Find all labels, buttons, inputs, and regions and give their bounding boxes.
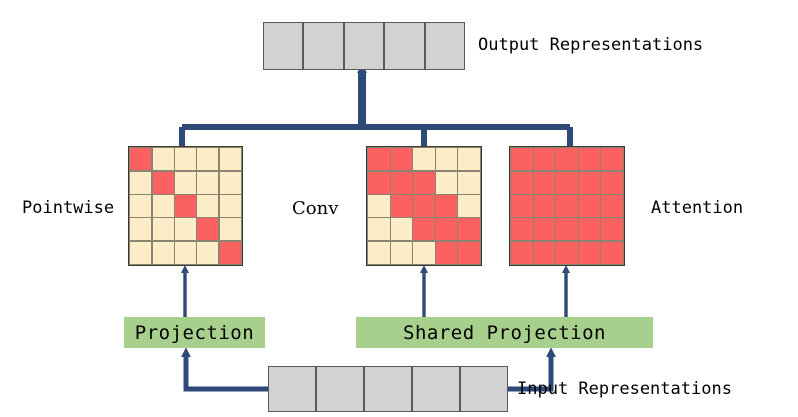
matrix-cell bbox=[556, 171, 578, 194]
merge-bus-top bbox=[179, 63, 573, 146]
matrix-cell bbox=[152, 171, 174, 194]
matrix-cell bbox=[174, 148, 197, 171]
input-representations-row bbox=[268, 366, 508, 412]
matrix-cell bbox=[152, 241, 174, 264]
matrix-cell bbox=[511, 194, 533, 218]
matrix-cell bbox=[511, 218, 533, 241]
output-token-cell[interactable] bbox=[424, 22, 466, 70]
matrix-cell bbox=[601, 241, 623, 264]
matrix-cell bbox=[368, 194, 390, 218]
matrix-cell bbox=[219, 218, 241, 241]
matrix-cell bbox=[556, 148, 578, 171]
conv-matrix bbox=[366, 146, 482, 266]
matrix-cell bbox=[197, 148, 219, 171]
output-token-cell[interactable] bbox=[384, 22, 425, 70]
matrix-cell bbox=[578, 218, 601, 241]
matrix-cell bbox=[368, 148, 390, 171]
matrix-cell bbox=[390, 171, 413, 194]
matrix-cell bbox=[578, 241, 601, 264]
input-token-cell[interactable] bbox=[316, 366, 364, 412]
matrix-cell bbox=[601, 194, 623, 218]
attention-matrix bbox=[509, 146, 625, 266]
matrix-cell bbox=[511, 148, 533, 171]
matrix-cell bbox=[219, 241, 241, 264]
matrix-cell bbox=[601, 148, 623, 171]
matrix-cell bbox=[458, 218, 480, 241]
matrix-cell bbox=[152, 148, 174, 171]
shared-projection-box[interactable]: Shared Projection bbox=[356, 317, 653, 348]
matrix-cell bbox=[174, 241, 197, 264]
matrix-cell bbox=[152, 218, 174, 241]
matrix-cell bbox=[533, 241, 556, 264]
output-token-cell[interactable] bbox=[303, 22, 344, 70]
matrix-cell bbox=[197, 218, 219, 241]
matrix-cell bbox=[435, 194, 458, 218]
matrix-cell bbox=[368, 218, 390, 241]
matrix-cell bbox=[130, 241, 152, 264]
pointwise-label: Pointwise bbox=[22, 198, 115, 218]
output-token-cell[interactable] bbox=[343, 22, 385, 70]
matrix-cell bbox=[219, 171, 241, 194]
matrix-cell bbox=[130, 218, 152, 241]
input-token-cell[interactable] bbox=[268, 366, 316, 412]
matrix-cell bbox=[578, 148, 601, 171]
matrix-cell bbox=[152, 194, 174, 218]
matrix-cell bbox=[413, 148, 435, 171]
matrix-cell bbox=[174, 171, 197, 194]
matrix-cell bbox=[533, 148, 556, 171]
matrix-cell bbox=[197, 241, 219, 264]
matrix-cell bbox=[390, 194, 413, 218]
matrix-cell bbox=[458, 171, 480, 194]
matrix-cell bbox=[197, 171, 219, 194]
matrix-cell bbox=[368, 241, 390, 264]
matrix-cell bbox=[130, 171, 152, 194]
matrix-cell bbox=[601, 218, 623, 241]
input-representations-label: Input Representations bbox=[517, 379, 732, 399]
matrix-cell bbox=[413, 241, 435, 264]
output-representations-row bbox=[263, 22, 466, 70]
output-representations-label: Output Representations bbox=[478, 35, 704, 55]
matrix-cell bbox=[458, 148, 480, 171]
matrix-cell bbox=[578, 194, 601, 218]
matrix-cell bbox=[130, 148, 152, 171]
matrix-cell bbox=[174, 194, 197, 218]
matrix-cell bbox=[435, 171, 458, 194]
matrix-cell bbox=[458, 241, 480, 264]
matrix-cell bbox=[390, 218, 413, 241]
matrix-cell bbox=[556, 218, 578, 241]
matrix-cell bbox=[390, 148, 413, 171]
matrix-cell bbox=[556, 194, 578, 218]
matrix-cell bbox=[435, 148, 458, 171]
matrix-cell bbox=[556, 241, 578, 264]
matrix-cell bbox=[413, 218, 435, 241]
matrix-cell bbox=[368, 171, 390, 194]
attention-label: Attention bbox=[651, 198, 744, 218]
matrix-cell bbox=[219, 194, 241, 218]
matrix-cell bbox=[533, 171, 556, 194]
output-token-cell[interactable] bbox=[263, 22, 304, 70]
matrix-cell bbox=[130, 194, 152, 218]
matrix-cell bbox=[413, 194, 435, 218]
matrix-cell bbox=[511, 241, 533, 264]
matrix-cell bbox=[197, 194, 219, 218]
input-token-cell[interactable] bbox=[364, 366, 412, 412]
conv-label: Conv bbox=[292, 198, 339, 219]
input-token-cell[interactable] bbox=[460, 366, 508, 412]
matrix-cell bbox=[511, 171, 533, 194]
projection-box[interactable]: Projection bbox=[124, 317, 265, 348]
matrix-cell bbox=[390, 241, 413, 264]
pointwise-matrix bbox=[128, 146, 243, 266]
matrix-cell bbox=[458, 194, 480, 218]
matrix-cell bbox=[174, 218, 197, 241]
matrix-cell bbox=[601, 171, 623, 194]
matrix-cell bbox=[578, 171, 601, 194]
input-token-cell[interactable] bbox=[412, 366, 460, 412]
matrix-cell bbox=[435, 241, 458, 264]
matrix-cell bbox=[435, 218, 458, 241]
matrix-cell bbox=[413, 171, 435, 194]
matrix-cell bbox=[219, 148, 241, 171]
matrix-cell bbox=[533, 194, 556, 218]
matrix-cell bbox=[533, 218, 556, 241]
input-to-projection-path bbox=[181, 347, 268, 392]
